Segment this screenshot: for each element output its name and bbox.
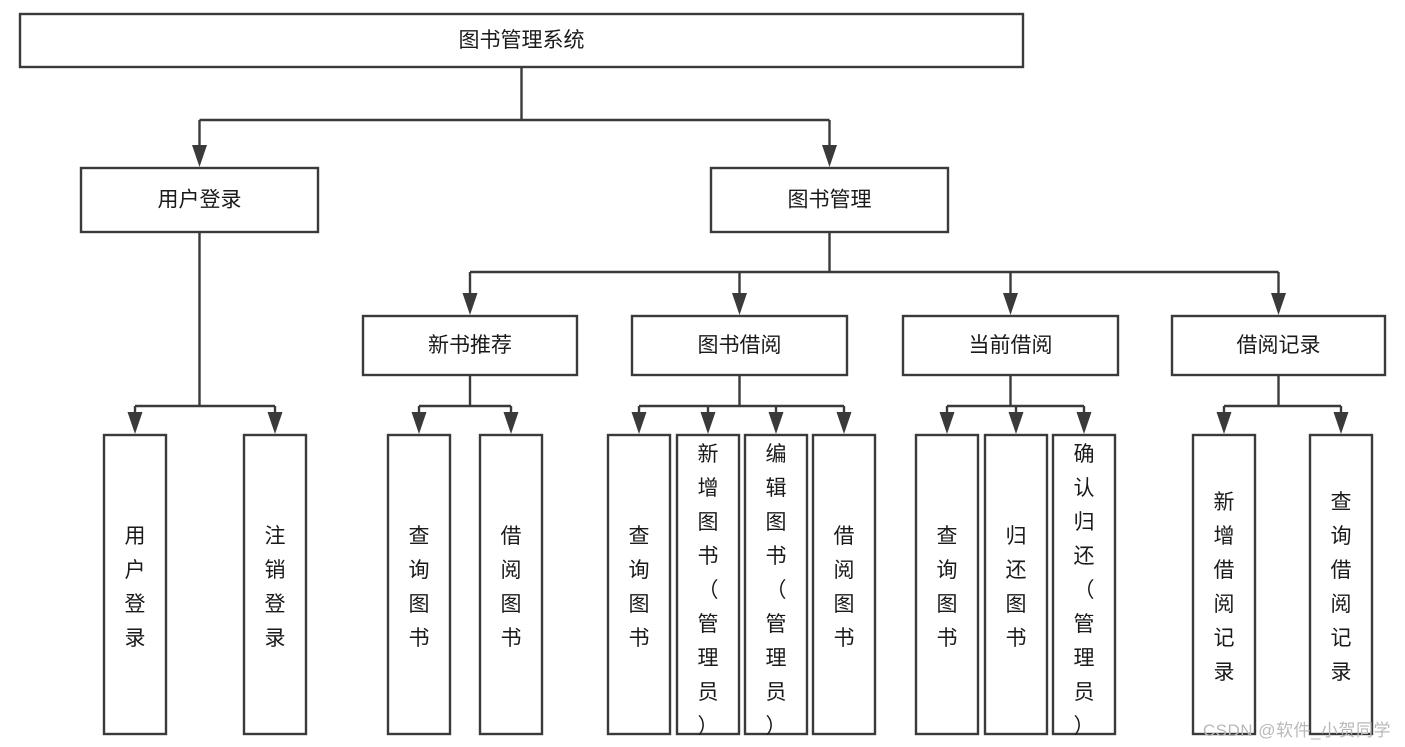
arrow-head-icon xyxy=(503,412,519,434)
node-box[interactable] xyxy=(914,433,980,736)
node-box[interactable] xyxy=(901,314,1120,377)
node-leaf-borrow-book-1[interactable]: 借阅图书 xyxy=(478,433,544,736)
node-box[interactable] xyxy=(1308,433,1374,736)
arrow-head-icon xyxy=(1333,412,1349,434)
arrow-head-icon xyxy=(732,293,747,315)
node-label: 借阅图书 xyxy=(834,525,855,650)
node-box[interactable] xyxy=(1170,314,1387,377)
node-box[interactable] xyxy=(709,166,950,234)
node-label: 注销登录 xyxy=(265,525,286,650)
arrow-head-icon xyxy=(1271,293,1286,315)
node-box[interactable] xyxy=(361,314,579,377)
node-leaf-borrow-book-2[interactable]: 借阅图书 xyxy=(811,433,877,736)
connector-group xyxy=(939,375,1092,434)
node-leaf-query-book-1[interactable]: 查询图书 xyxy=(386,433,452,736)
node-borrow-record[interactable]: 借阅记录 xyxy=(1170,314,1387,377)
arrow-head-icon xyxy=(1216,412,1232,434)
node-label: 借阅记录 xyxy=(1237,334,1321,357)
connector-group xyxy=(127,232,283,434)
node-leaf-query-book-3[interactable]: 查询图书 xyxy=(914,433,980,736)
node-user-login[interactable]: 用户登录 xyxy=(79,166,320,234)
arrow-head-icon xyxy=(462,293,478,315)
node-label: 用户登录 xyxy=(158,189,242,212)
node-new-book-rec[interactable]: 新书推荐 xyxy=(361,314,579,377)
node-box[interactable] xyxy=(983,433,1049,736)
node-label: 查询图书 xyxy=(409,525,430,650)
node-label: 编辑图书（管理员） xyxy=(766,443,787,738)
node-label: 确认归还（管理员） xyxy=(1074,443,1095,738)
node-book-borrow[interactable]: 图书借阅 xyxy=(630,314,849,377)
connector-group xyxy=(192,67,837,167)
node-leaf-user-logout[interactable]: 注销登录 xyxy=(242,433,308,736)
node-box[interactable] xyxy=(606,433,672,736)
arrow-head-icon xyxy=(1003,293,1018,315)
node-leaf-edit-book[interactable]: 编辑图书（管理员） xyxy=(743,433,809,738)
node-box[interactable] xyxy=(811,433,877,736)
node-box[interactable] xyxy=(386,433,452,736)
node-box[interactable] xyxy=(242,433,308,736)
node-box[interactable] xyxy=(1051,433,1117,736)
connector-layer xyxy=(127,67,1349,434)
csdn-watermark: CSDN @软件_小贺同学 xyxy=(1202,721,1391,740)
arrow-head-icon xyxy=(127,412,143,434)
node-label: 查询借阅记录 xyxy=(1331,491,1352,684)
connector-group xyxy=(411,375,519,434)
node-book-manage[interactable]: 图书管理 xyxy=(709,166,950,234)
node-box[interactable] xyxy=(675,433,741,736)
node-leaf-add-book[interactable]: 新增图书（管理员） xyxy=(675,433,741,738)
arrow-head-icon xyxy=(192,145,207,167)
node-leaf-query-record[interactable]: 查询借阅记录 xyxy=(1308,433,1374,736)
node-leaf-add-record[interactable]: 新增借阅记录 xyxy=(1191,433,1257,736)
node-current-borrow[interactable]: 当前借阅 xyxy=(901,314,1120,377)
node-label: 图书管理系统 xyxy=(459,29,585,52)
node-layer: 图书管理系统用户登录图书管理新书推荐图书借阅当前借阅借阅记录用户登录注销登录查询… xyxy=(18,12,1387,738)
node-box[interactable] xyxy=(1191,433,1257,736)
node-box[interactable] xyxy=(743,433,809,736)
node-label: 新增借阅记录 xyxy=(1214,491,1235,684)
arrow-head-icon xyxy=(1008,412,1024,434)
arrow-head-icon xyxy=(1076,412,1092,434)
arrow-head-icon xyxy=(822,145,837,167)
node-label: 图书管理 xyxy=(788,189,872,212)
node-label: 用户登录 xyxy=(125,525,146,650)
arrow-head-icon xyxy=(700,412,716,434)
arrow-head-icon xyxy=(267,412,283,434)
node-label: 归还图书 xyxy=(1006,525,1027,650)
arrow-head-icon xyxy=(939,412,955,434)
arrow-head-icon xyxy=(836,412,852,434)
node-box[interactable] xyxy=(18,12,1025,69)
node-label: 查询图书 xyxy=(937,525,958,650)
node-label: 当前借阅 xyxy=(969,334,1053,357)
node-label: 借阅图书 xyxy=(501,525,522,650)
node-leaf-return-book[interactable]: 归还图书 xyxy=(983,433,1049,736)
connector-group xyxy=(631,375,852,434)
node-label: 查询图书 xyxy=(629,525,650,650)
node-leaf-user-login[interactable]: 用户登录 xyxy=(102,433,168,736)
node-label: 新书推荐 xyxy=(428,334,512,357)
node-root[interactable]: 图书管理系统 xyxy=(18,12,1025,69)
connector-group xyxy=(1216,375,1349,434)
node-label: 图书借阅 xyxy=(698,334,782,357)
node-box[interactable] xyxy=(79,166,320,234)
node-box[interactable] xyxy=(478,433,544,736)
arrow-head-icon xyxy=(768,412,784,434)
node-leaf-query-book-2[interactable]: 查询图书 xyxy=(606,433,672,736)
node-box[interactable] xyxy=(102,433,168,736)
node-leaf-confirm-return[interactable]: 确认归还（管理员） xyxy=(1051,433,1117,738)
node-label: 新增图书（管理员） xyxy=(698,443,719,738)
arrow-head-icon xyxy=(631,412,647,434)
arrow-head-icon xyxy=(411,412,427,434)
node-box[interactable] xyxy=(630,314,849,377)
connector-group xyxy=(462,232,1286,315)
